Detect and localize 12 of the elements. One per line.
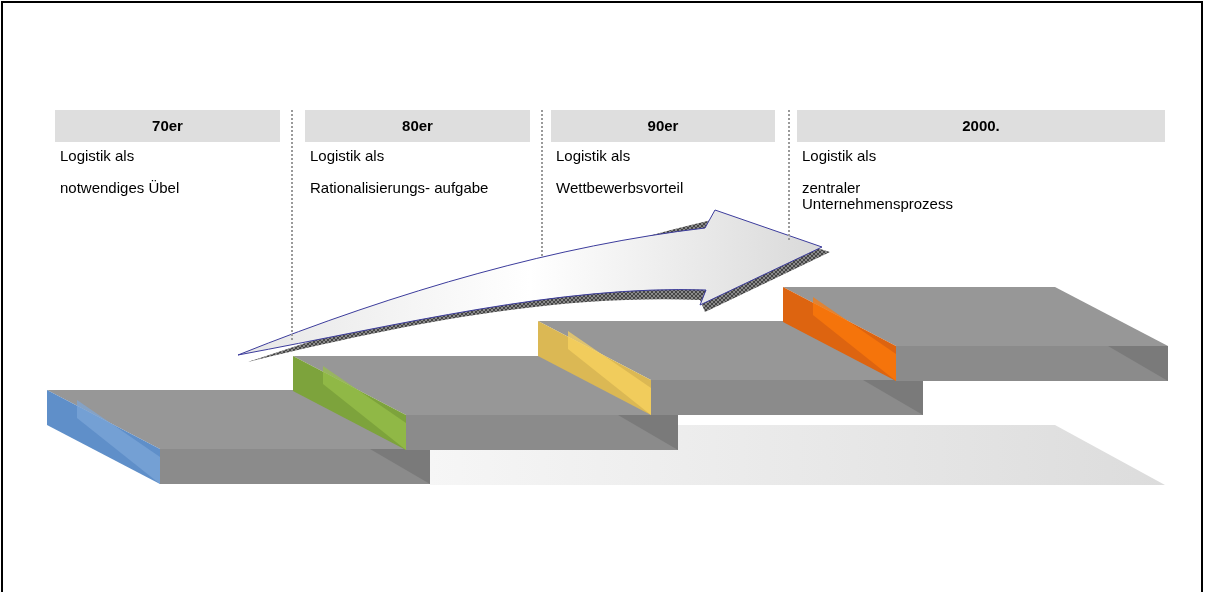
description-text: Wettbewerbsvorteil — [555, 180, 685, 196]
era-header: 2000. — [797, 110, 1165, 142]
description-text: Logistik als — [801, 148, 878, 164]
era-header: 70er — [55, 110, 280, 142]
description-text: Logistik als — [309, 148, 386, 164]
era-header: 90er — [551, 110, 775, 142]
description-text: notwendiges Übel — [59, 180, 181, 196]
description-text: Rationalisierungs- aufgabe — [309, 180, 490, 196]
description-text: Logistik als — [555, 148, 632, 164]
description-text: zentraler Unternehmensprozess — [801, 180, 954, 212]
era-header: 80er — [305, 110, 530, 142]
description-text: Logistik als — [59, 148, 136, 164]
